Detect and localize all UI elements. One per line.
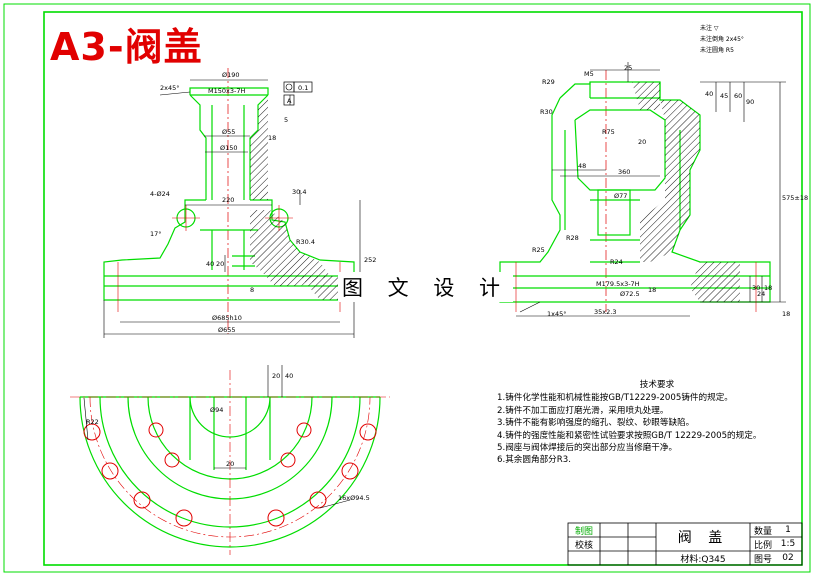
dim-text: R22 bbox=[86, 418, 99, 426]
note-item: 3.铸件不能有影响强度的缩孔、裂纹、砂眼等缺陷。 bbox=[497, 418, 695, 429]
drawing-no-label: 图号 bbox=[753, 554, 772, 565]
dim-text: 16xØ94.5 bbox=[338, 494, 370, 502]
dim-text: 20 bbox=[272, 372, 280, 380]
dim-text: 40 bbox=[705, 90, 713, 98]
dim-text: 252 bbox=[364, 256, 376, 264]
dim-text: 8 bbox=[250, 286, 254, 294]
dim-text: 20 bbox=[638, 138, 646, 146]
roughness-line: 未注倒角 2x45° bbox=[700, 35, 744, 43]
note-item: 2.铸件不加工面应打磨光滑，采用喷丸处理。 bbox=[497, 405, 669, 416]
note-item: 6.其余圆角部分R3. bbox=[497, 455, 571, 466]
dim-text: R25 bbox=[532, 246, 545, 254]
dim-text: 18 bbox=[648, 286, 656, 294]
dim-text: 90 bbox=[746, 98, 754, 106]
dim-text: 30 bbox=[752, 284, 760, 292]
dim-text: 0.1 bbox=[298, 84, 308, 92]
dim-text: 575±18 bbox=[782, 194, 808, 202]
outer-frame bbox=[3, 3, 811, 573]
dim-text: 18 bbox=[764, 284, 772, 292]
dim-text: R24 bbox=[610, 258, 623, 266]
sheet-title: A3-阀盖 bbox=[50, 25, 203, 69]
dim-text: 20 bbox=[216, 260, 224, 268]
dim-text: Ø655 bbox=[218, 326, 236, 334]
note-item: 1.铸件化学性能和机械性能按GB/T12229-2005铸件的规定。 bbox=[497, 393, 733, 404]
dim-text: 40 bbox=[206, 260, 214, 268]
dim-text: Ø190 bbox=[222, 71, 240, 79]
dim-text: Ø685h10 bbox=[212, 314, 242, 322]
dim-text: 30.4 bbox=[292, 188, 306, 196]
dim-text: Ø94 bbox=[210, 406, 223, 414]
dim-text: 1x45° bbox=[547, 310, 567, 318]
dim-text: R30 bbox=[540, 108, 553, 116]
dim-text: 17° bbox=[150, 230, 162, 238]
dim-text: A bbox=[287, 97, 292, 105]
title-block: 制图 校核 阀 盖 材料:Q345 数量 1 比例 1:5 图号 02 bbox=[568, 523, 800, 565]
check-label: 校核 bbox=[574, 540, 593, 551]
technical-requirements: 技术要求 1.铸件化学性能和机械性能按GB/T12229-2005铸件的规定。 … bbox=[497, 379, 797, 467]
flatness-symbol-box bbox=[283, 81, 295, 93]
dim-text: R29 bbox=[542, 78, 555, 86]
dim-text: 60 bbox=[734, 92, 742, 100]
dim-text: M179.5x3-7H bbox=[596, 280, 640, 288]
dim-text: R28 bbox=[566, 234, 579, 242]
roughness-notes: 未注 ▽ 未注倒角 2x45° 未注圆角 R5 bbox=[700, 24, 744, 54]
part-name: 阀 盖 bbox=[677, 530, 729, 546]
dim-text: M150x3-7H bbox=[208, 87, 245, 95]
side-centerlines bbox=[515, 262, 757, 312]
material: 材料:Q345 bbox=[680, 554, 726, 565]
qty-value: 1 bbox=[785, 525, 791, 535]
dim-text: 20 bbox=[226, 460, 234, 468]
dim-text: R75 bbox=[602, 128, 615, 136]
dim-text: 2x45° bbox=[160, 84, 180, 92]
side-dimension-lines bbox=[516, 62, 786, 317]
note-item: 4.铸件的强度性能和紧密性试验要求按照GB/T 12229-2005的规定。 bbox=[497, 430, 762, 441]
dim-text: Ø77 bbox=[614, 192, 627, 200]
dim-text: Ø55 bbox=[222, 128, 235, 136]
dim-text: 18 bbox=[782, 310, 790, 318]
dim-text: 35x2.3 bbox=[594, 308, 616, 316]
drawn-label: 制图 bbox=[574, 526, 593, 537]
inner-frame bbox=[43, 11, 803, 566]
front-dimension-texts: Ø190 M150x3-7H 2x45° 0.1 A Ø55 Ø150 5 18… bbox=[150, 71, 376, 334]
roughness-line: 未注圆角 R5 bbox=[700, 46, 734, 54]
dim-text: 5 bbox=[284, 116, 288, 124]
dim-text: 25 bbox=[624, 64, 632, 72]
front-centerlines bbox=[117, 205, 341, 312]
dim-text: M5 bbox=[584, 70, 594, 78]
top-view-bolt-holes bbox=[83, 422, 377, 527]
watermark-text: 图 文 设 计 bbox=[338, 272, 514, 302]
top-view-dimension-lines bbox=[83, 365, 351, 509]
dim-text: R30.4 bbox=[296, 238, 315, 246]
top-view-centerlines bbox=[70, 370, 390, 555]
scale-value: 1:5 bbox=[780, 539, 796, 549]
side-dimension-texts: M5 R29 R30 R75 20 48 360 Ø77 R28 R25 R24… bbox=[532, 64, 808, 318]
dim-text: 360 bbox=[618, 168, 630, 176]
dim-text: 24 bbox=[757, 290, 765, 298]
roughness-line: 未注 ▽ bbox=[700, 24, 719, 32]
qty-label: 数量 bbox=[753, 526, 772, 537]
dim-text: 40 bbox=[285, 372, 293, 380]
notes-title: 技术要求 bbox=[639, 380, 675, 390]
dim-text: 18 bbox=[268, 134, 276, 142]
dim-text: 220 bbox=[222, 196, 234, 204]
dim-text: Ø72.5 bbox=[620, 290, 640, 298]
note-item: 5.阀座与阀体焊接后的突出部分应当修磨干净。 bbox=[497, 443, 678, 454]
dim-text: 45 bbox=[720, 92, 728, 100]
datum-box bbox=[283, 94, 295, 106]
scale-label: 比例 bbox=[753, 540, 772, 551]
dim-text: Ø150 bbox=[220, 144, 238, 152]
dim-text: 4-Ø24 bbox=[150, 190, 170, 198]
top-view-dimension-texts: R22 20 40 20 Ø94 16xØ94.5 bbox=[86, 372, 370, 502]
flatness-value-box bbox=[293, 81, 313, 93]
dim-text: 48 bbox=[578, 162, 586, 170]
title-block-grid bbox=[567, 522, 803, 566]
drawing-no-value: 02 bbox=[782, 553, 794, 563]
